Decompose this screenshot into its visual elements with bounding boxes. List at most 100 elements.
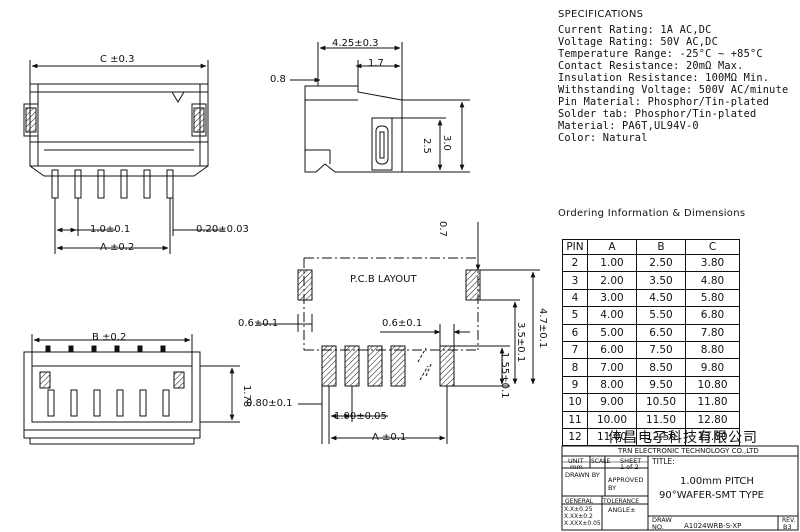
cell: 12.80 bbox=[685, 410, 740, 429]
cell: 7.00 bbox=[587, 358, 637, 377]
tb-angle: ANGLE± bbox=[608, 506, 636, 514]
tb-rev: REV. bbox=[782, 517, 796, 524]
spec-line: Withstanding Voltage: 500V AC/minute bbox=[558, 84, 789, 96]
spec-line: Current Rating: 1A AC,DC bbox=[558, 24, 712, 36]
cell: 13.80 bbox=[685, 427, 740, 447]
tb-scale: SCALE bbox=[591, 458, 611, 465]
cell: 11 bbox=[562, 410, 588, 429]
pcb-signal-pads bbox=[321, 345, 455, 387]
tb-drawn-by: DRAWN BY bbox=[565, 471, 600, 479]
tb-sheet-value: 1 of 2 bbox=[620, 463, 639, 471]
cell: 3.00 bbox=[587, 288, 637, 308]
cell: 9 bbox=[562, 375, 588, 395]
cell: 8 bbox=[562, 358, 588, 377]
tb-tolerance: TOLERANCE bbox=[603, 498, 640, 505]
cell: 12 bbox=[562, 427, 588, 447]
tb-tol-1: X.X±0.25 bbox=[564, 506, 593, 513]
cell: 11.80 bbox=[685, 393, 740, 412]
pcb-layout-view bbox=[256, 222, 540, 444]
dim-1-7: 1.7 bbox=[368, 58, 384, 69]
cell: 2.50 bbox=[636, 253, 686, 273]
front-view bbox=[23, 60, 225, 254]
spec-line: Insulation Resistance: 100MΩ Min. bbox=[558, 72, 770, 84]
spec-line: Solder tab: Phosphor/Tin-plated bbox=[558, 108, 757, 120]
cell: 6 bbox=[562, 323, 588, 342]
cell: 4 bbox=[562, 288, 588, 308]
cell: 8.50 bbox=[636, 358, 686, 377]
dim-pad-0-6-left: 0.6±0.1 bbox=[238, 318, 279, 329]
cell: 6.80 bbox=[685, 306, 740, 325]
spec-line: Color: Natural bbox=[558, 132, 648, 144]
product-title-line1: 1.00mm PITCH bbox=[680, 476, 754, 487]
dim-3-0: 3.0 bbox=[441, 135, 452, 151]
cell: 9.50 bbox=[636, 375, 686, 395]
dim-pitch-1-0: 1.0±0.1 bbox=[90, 224, 131, 235]
tb-by: BY bbox=[608, 484, 617, 492]
cell: 8.80 bbox=[685, 340, 740, 360]
tb-sheet: SHEET bbox=[620, 457, 642, 465]
dim-4-25: 4.25±0.3 bbox=[332, 38, 379, 49]
cell: 7.50 bbox=[636, 340, 686, 360]
spec-line: Voltage Rating: 50V AC,DC bbox=[558, 36, 718, 48]
cell: 3 bbox=[562, 271, 588, 290]
col-b: B bbox=[636, 239, 686, 255]
dim-0-7: 0.7 bbox=[437, 221, 448, 237]
cell: 4.00 bbox=[587, 306, 637, 325]
tb-unit: UNIT bbox=[568, 457, 584, 465]
tb-general: GENERAL bbox=[565, 498, 594, 505]
cell: 2.00 bbox=[587, 271, 637, 290]
top-view-contacts bbox=[47, 389, 170, 417]
tb-no: NO. bbox=[652, 523, 664, 531]
dim-0-8: 0.8 bbox=[270, 74, 286, 85]
dim-c: C ±0.3 bbox=[100, 54, 135, 65]
tb-tol-2: X.XX±0.2 bbox=[564, 513, 593, 520]
col-a: A bbox=[587, 239, 637, 255]
dim-a-0-1: A ±0.1 bbox=[372, 432, 407, 443]
side-view bbox=[290, 42, 470, 173]
dim-pad-0-6-mid: 0.6±0.1 bbox=[382, 318, 423, 329]
cell: 5.80 bbox=[685, 288, 740, 308]
dim-0-80: 0.80±0.1 bbox=[246, 398, 293, 409]
cell: 4.50 bbox=[636, 288, 686, 308]
specifications-title: SPECIFICATIONS bbox=[558, 9, 644, 20]
cell: 11.00 bbox=[587, 427, 637, 447]
tb-title-label: TITLE: bbox=[652, 457, 675, 466]
dim-b-0-2: B ±0.2 bbox=[92, 332, 127, 343]
cell: 6.50 bbox=[636, 323, 686, 342]
cell: 6.00 bbox=[587, 340, 637, 360]
cell: 2 bbox=[562, 253, 588, 273]
spec-line: Contact Resistance: 20mΩ Max. bbox=[558, 60, 744, 72]
cell: 9.80 bbox=[685, 358, 740, 377]
cell: 4.80 bbox=[685, 271, 740, 290]
cell: 5.00 bbox=[587, 323, 637, 342]
cell: 8.00 bbox=[587, 375, 637, 395]
spec-line: Pin Material: Phosphor/Tin-plated bbox=[558, 96, 770, 108]
cell: 10.50 bbox=[636, 393, 686, 412]
dim-3-5: 3.5±0.1 bbox=[515, 322, 526, 363]
col-pin: PIN bbox=[562, 239, 588, 255]
spec-line: Temperature Range: -25°C ~ +85°C bbox=[558, 48, 763, 60]
dim-1-55: 1.55±0.1 bbox=[499, 352, 510, 399]
dim-0-20: 0.20±0.03 bbox=[196, 224, 249, 235]
dim-4-7: 4.7±0.1 bbox=[537, 308, 548, 349]
cell: 5.50 bbox=[636, 306, 686, 325]
cell: 5 bbox=[562, 306, 588, 325]
tb-part-number: A1024WRB-S-XP bbox=[684, 522, 742, 530]
title-block bbox=[561, 445, 799, 531]
cell: 7 bbox=[562, 340, 588, 360]
cell: 1.00 bbox=[587, 253, 637, 273]
cell: 10 bbox=[562, 393, 588, 412]
tb-draw: DRAW bbox=[652, 516, 672, 524]
tb-approved: APPROVED bbox=[608, 476, 644, 484]
